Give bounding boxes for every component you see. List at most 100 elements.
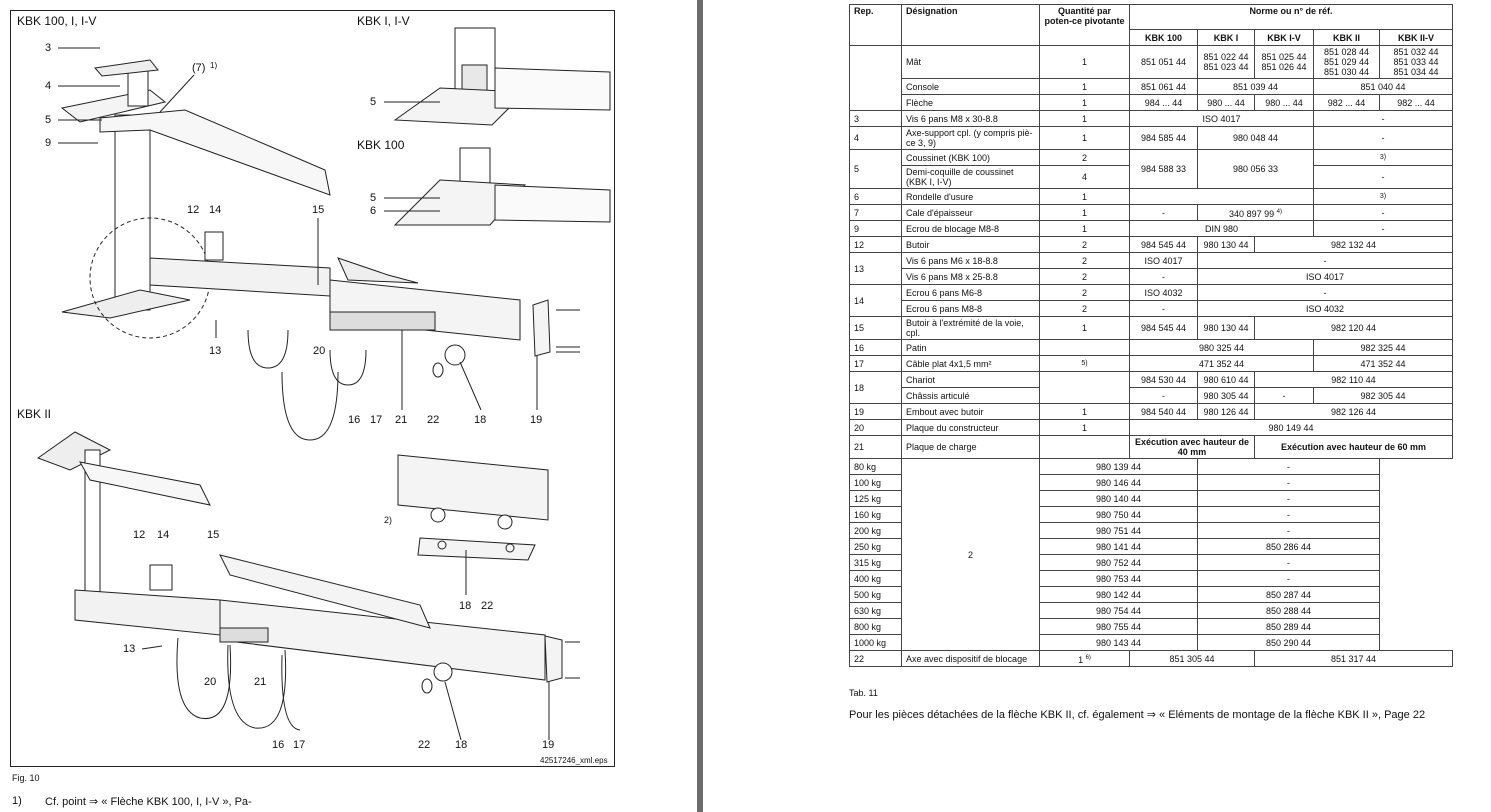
cell: 1: [1039, 188, 1130, 205]
cell: ISO 4017: [1129, 252, 1198, 269]
cell: 984 588 33: [1129, 149, 1198, 189]
footnote-number: 1): [12, 795, 22, 807]
callout-12b: 12: [133, 529, 146, 541]
cell: ISO 4032: [1197, 300, 1453, 317]
table-row: 13 Vis 6 pans M6 x 18-8.8 2 ISO 4017 -: [849, 252, 1453, 285]
cell: 984 585 44: [1129, 126, 1198, 150]
cell: Câble plat 4x1,5 mm²: [901, 355, 1040, 372]
cell-value: 1: [1078, 654, 1084, 665]
cell: 2: [901, 458, 1040, 651]
cell: -: [1129, 204, 1198, 221]
callout-15b: 15: [207, 529, 220, 541]
callout-7: (7): [192, 62, 206, 74]
note-text: Pour les pièces détachées de la flèche K…: [849, 709, 1426, 721]
table-row: Ecrou 6 pans M8-8 2 - ISO 4032: [850, 300, 1453, 317]
cell: [1039, 371, 1130, 404]
cell: 2: [1039, 300, 1130, 317]
cell: -: [1197, 474, 1380, 491]
cell: 1000 kg: [849, 634, 902, 651]
cell: 471 352 44: [1313, 355, 1453, 372]
kbk-i-iv-label: KBK I, I-V: [357, 14, 410, 28]
cell: 3): [1313, 188, 1453, 205]
cell: [1129, 188, 1314, 205]
cell: 3: [849, 110, 902, 127]
cell: 851 032 44 851 033 44 851 034 44: [1379, 45, 1453, 79]
cell-footnote: 4): [1276, 208, 1282, 215]
cell: 5): [1039, 355, 1130, 372]
cell-value: 340 897 99: [1229, 208, 1275, 219]
callout-13b: 13: [123, 643, 136, 655]
cell: 100 kg: [849, 474, 902, 491]
cell: 2: [1039, 284, 1130, 301]
table-row: 22 Axe avec dispositif de blocage 1 6) 8…: [849, 650, 1453, 667]
cell: 850 290 44: [1197, 634, 1380, 651]
cell: 1: [1039, 45, 1130, 79]
cell: 851 028 44 851 029 44 851 030 44: [1313, 45, 1380, 79]
cell: 17: [849, 355, 902, 372]
callout-15: 15: [312, 204, 325, 216]
cell: 851 040 44: [1313, 78, 1453, 95]
callout-3: 3: [45, 42, 52, 54]
cell: 850 288 44: [1197, 602, 1380, 619]
cell: 982 126 44: [1254, 403, 1453, 420]
cell: 18: [849, 371, 902, 404]
cell: -: [1254, 387, 1314, 404]
cell: 1: [1039, 126, 1130, 150]
cell: 4: [1039, 165, 1130, 189]
cell: 980 141 44: [1039, 538, 1198, 555]
cell: -: [1197, 554, 1380, 571]
cell: -: [1313, 220, 1453, 237]
cell: 1: [1039, 403, 1130, 420]
callout-9: 9: [45, 137, 52, 149]
table-row: 21 Plaque de charge Exécution avec haute…: [849, 435, 1453, 459]
table-caption: Tab. 11: [849, 688, 878, 698]
cell: [849, 45, 902, 111]
cell: 1: [1039, 204, 1130, 221]
cell: -: [1197, 458, 1380, 475]
cell: -: [1197, 570, 1380, 587]
cell: Rondelle d'usure: [901, 188, 1040, 205]
header-rep: Rep.: [849, 4, 902, 46]
cell: 3): [1313, 149, 1453, 166]
cell: 982 305 44: [1313, 387, 1453, 404]
table-row: 3 Vis 6 pans M8 x 30-8.8 1 ISO 4017 -: [849, 110, 1453, 127]
cell: 14: [849, 284, 902, 317]
table-row: Console 1 851 061 44 851 039 44 851 040 …: [850, 78, 1453, 95]
cell: 125 kg: [849, 490, 902, 507]
cell: 80 kg: [849, 458, 902, 475]
callout-12: 12: [187, 204, 200, 216]
cell: 851 061 44: [1129, 78, 1198, 95]
cell: 340 897 99 4): [1197, 204, 1314, 221]
cell: 16: [849, 339, 902, 356]
cell: 19: [849, 403, 902, 420]
cell: 1: [1039, 94, 1130, 111]
callout-19: 19: [530, 414, 543, 426]
cell: 160 kg: [849, 506, 902, 523]
table-row: 18 Chariot 984 530 44 980 610 44 982 110…: [849, 371, 1453, 404]
cell: Mât: [901, 45, 1040, 79]
cell: 980 048 44: [1197, 126, 1314, 150]
callout-5b: 5: [370, 96, 377, 108]
cell: 984 545 44: [1129, 236, 1198, 253]
figure-caption: Fig. 10: [12, 773, 40, 783]
kbk100-label: KBK 100: [357, 138, 405, 152]
table-header-row: Rep. Désignation Quantité par poten-ce p…: [849, 4, 1453, 46]
header-norme: Norme ou n° de réf.: [1129, 4, 1453, 30]
cell: -: [1129, 300, 1198, 317]
cell: 982 ... 44: [1313, 94, 1380, 111]
cell: -: [1197, 284, 1453, 301]
cell: 250 kg: [849, 538, 902, 555]
callout-4: 4: [45, 80, 52, 92]
table-row: 15 Butoir à l'extrémité de la voie, cpl.…: [849, 316, 1453, 340]
header-qty: Quantité par poten-ce pivotante: [1039, 4, 1130, 46]
cell: 5: [849, 149, 902, 189]
cell: [1039, 339, 1130, 356]
table-row: 14 Ecrou 6 pans M6-8 2 ISO 4032 -: [849, 284, 1453, 317]
cell: 980 755 44: [1039, 618, 1198, 635]
cell: 1: [1039, 78, 1130, 95]
callout-17: 17: [370, 414, 383, 426]
cell: 1: [1039, 419, 1130, 436]
sub-kbk2v: KBK II-V: [1379, 29, 1453, 46]
